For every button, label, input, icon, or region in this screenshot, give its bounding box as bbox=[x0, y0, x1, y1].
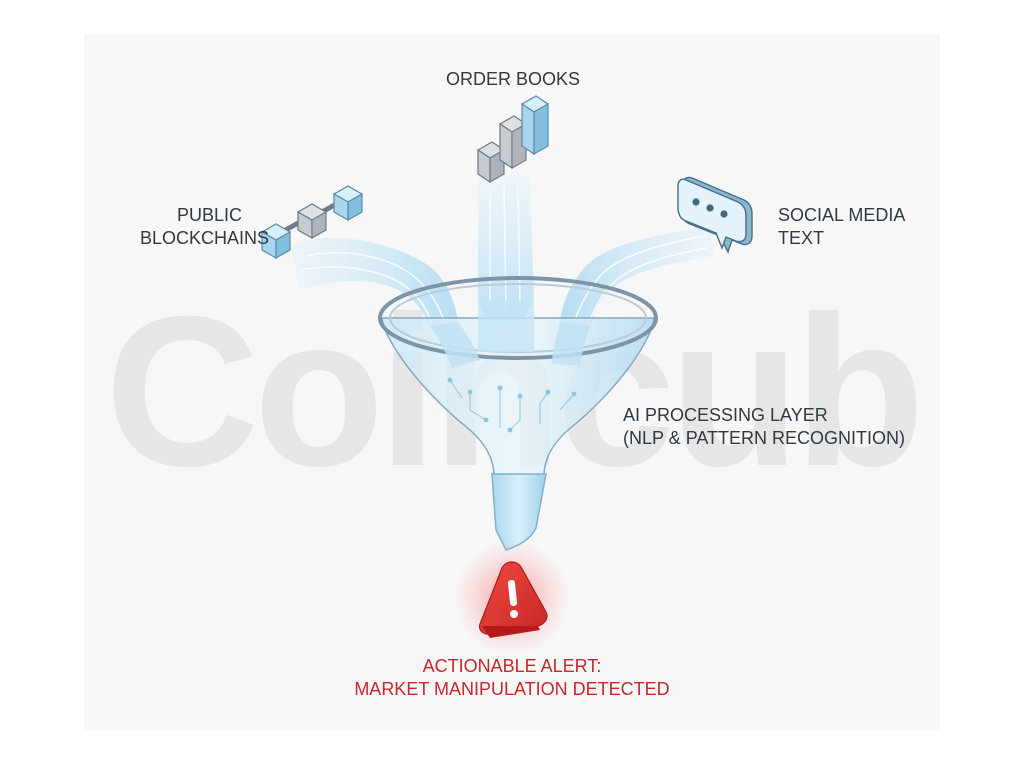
label-actionable-alert: ACTIONABLE ALERT: MARKET MANIPULATION DE… bbox=[312, 655, 712, 701]
order-books-text: ORDER BOOKS bbox=[446, 69, 581, 89]
warning-icon bbox=[454, 540, 570, 656]
stream-order-books bbox=[478, 176, 534, 330]
social-media-line-2: TEXT bbox=[778, 228, 825, 248]
label-order-books: ORDER BOOKS bbox=[446, 68, 580, 91]
stream-social-media bbox=[560, 226, 714, 326]
label-public-blockchains: PUBLIC BLOCKCHAINS bbox=[140, 204, 270, 250]
public-blockchains-line-1: PUBLIC bbox=[176, 205, 242, 225]
alert-line-2: MARKET MANIPULATION DETECTED bbox=[354, 679, 670, 699]
social-media-line-1: SOCIAL MEDIA bbox=[778, 205, 906, 225]
bar-chart-icon bbox=[476, 95, 550, 184]
blockchain-icon bbox=[260, 185, 364, 260]
label-social-media: SOCIAL MEDIA TEXT bbox=[778, 204, 905, 250]
public-blockchains-line-2: BLOCKCHAINS bbox=[140, 228, 270, 248]
ai-processing-line-1: AI PROCESSING LAYER bbox=[623, 405, 828, 425]
label-ai-processing: AI PROCESSING LAYER (NLP & PATTERN RECOG… bbox=[623, 404, 905, 450]
chat-bubble-icon bbox=[677, 176, 753, 254]
ai-processing-line-2: (NLP & PATTERN RECOGNITION) bbox=[623, 428, 906, 448]
stream-public-blockchains bbox=[290, 237, 458, 326]
alert-line-1: ACTIONABLE ALERT: bbox=[422, 656, 602, 676]
funnel-icon bbox=[378, 276, 658, 551]
